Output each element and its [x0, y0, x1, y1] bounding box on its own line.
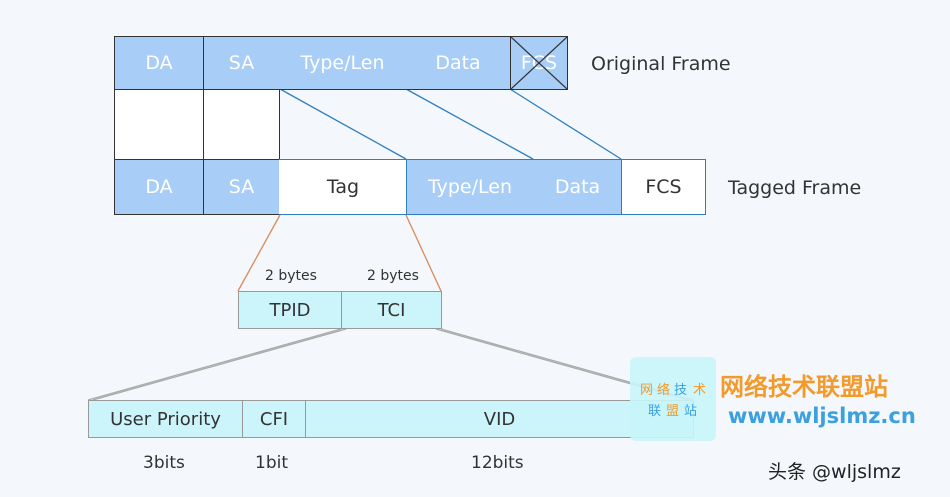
connector-fcs: [509, 88, 622, 160]
spacer-sa: [203, 89, 280, 160]
logo-char: 联: [648, 404, 662, 419]
logo-char: 技: [674, 383, 688, 398]
tci-field-vid: VID: [305, 400, 694, 438]
orig-field-da: DA: [114, 36, 204, 90]
watermark-title: 网络技术联盟站: [720, 373, 888, 401]
spacer-divider: [279, 89, 280, 160]
connector-data: [405, 88, 534, 160]
tpid-size: 2 bytes: [265, 268, 317, 284]
connector-tag-right: [405, 214, 442, 292]
connector-tci-left-2: [92, 328, 347, 401]
tagged-field-da: DA: [114, 159, 204, 215]
spacer-da: [114, 89, 204, 160]
logo-char: 网: [640, 383, 654, 398]
watermark-url: www.wljslmz.cn: [728, 404, 916, 428]
tag-field-tpid: TPID: [238, 291, 342, 329]
tagged-field-tag: Tag: [279, 159, 407, 215]
logo-char: 术: [693, 383, 707, 398]
fcs-removed-cross-icon: [511, 37, 567, 89]
tci-field-user-priority: User Priority: [88, 400, 243, 438]
watermark-logo: 网 络 技 术 联 盟 站: [630, 357, 716, 441]
tagged-field-type-len: Type/Len: [406, 159, 534, 215]
cfi-size: 1bit: [255, 453, 288, 473]
connector-type-len: [279, 88, 407, 160]
tagged-field-sa: SA: [203, 159, 280, 215]
orig-field-type-len: Type/Len: [279, 36, 406, 90]
orig-field-sa: SA: [203, 36, 280, 90]
tagged-frame-label: Tagged Frame: [728, 177, 862, 199]
original-frame-label: Original Frame: [591, 53, 731, 75]
user-priority-size: 3bits: [143, 453, 185, 473]
tag-field-tci: TCI: [341, 291, 442, 329]
logo-char: 盟: [666, 404, 680, 419]
watermark-credit: 头条 @wljslmz: [768, 461, 901, 483]
tagged-field-data: Data: [533, 159, 622, 215]
orig-field-data: Data: [406, 36, 510, 90]
connector-tag-left: [237, 214, 281, 292]
logo-char: 站: [684, 404, 698, 419]
orig-field-fcs: FCS: [510, 36, 568, 90]
tci-field-cfi: CFI: [242, 400, 306, 438]
tagged-field-fcs: FCS: [621, 159, 706, 215]
connector-tci-left: [87, 328, 342, 401]
tci-size: 2 bytes: [367, 268, 419, 284]
vid-size: 12bits: [471, 453, 524, 473]
logo-char: 络: [657, 383, 671, 398]
